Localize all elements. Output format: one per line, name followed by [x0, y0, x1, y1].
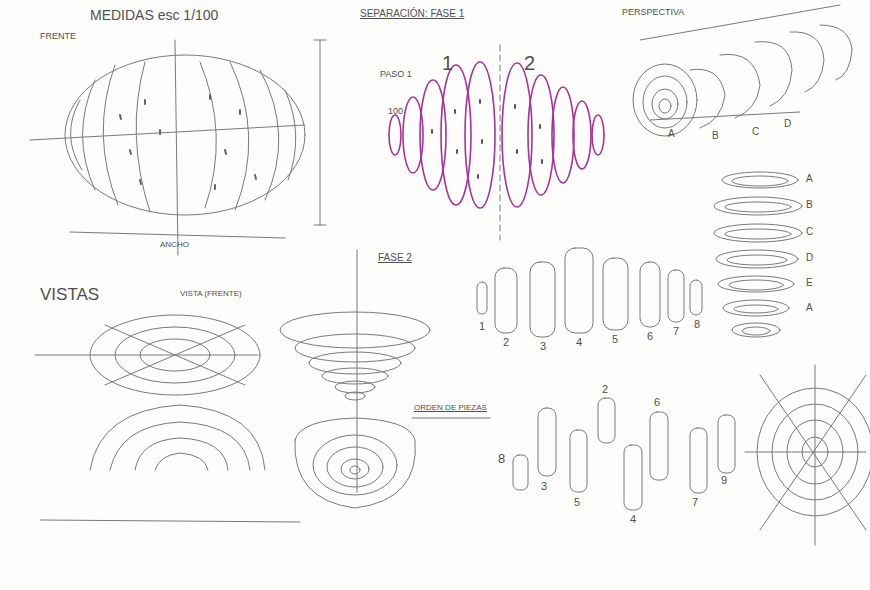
- sketch-label: 8: [498, 452, 505, 466]
- sketch-label: A: [668, 128, 675, 139]
- perspective-rings: [633, 5, 852, 136]
- sketch-label: 100: [388, 107, 403, 117]
- sketch-label: 5: [574, 496, 580, 508]
- split-line: [500, 45, 501, 240]
- sketch-label: 6: [654, 396, 660, 408]
- sketch-label: 4: [630, 513, 636, 525]
- sketch-label: 2: [524, 52, 535, 74]
- sketch-label: PERSPECTIVA: [622, 8, 684, 18]
- sketch-label: PASO 1: [380, 70, 412, 80]
- views: [35, 250, 430, 522]
- sketch-label: FRENTE: [40, 32, 76, 42]
- segment-dots: [432, 100, 542, 178]
- sketch-label: C: [752, 126, 759, 137]
- sketch-label: 8: [694, 318, 700, 330]
- sketch-label: VISTA (FRENTE): [180, 290, 242, 299]
- sketch-label: D: [806, 252, 813, 263]
- sketch-label: E: [806, 277, 813, 288]
- sketch-label: MEDIDAS esc 1/100: [90, 8, 218, 23]
- sketch-label: 7: [692, 496, 698, 508]
- sketch-label: C: [806, 226, 813, 237]
- sketch-label: 4: [576, 336, 582, 348]
- plan-oval: [30, 40, 326, 255]
- sketch-label: B: [712, 130, 719, 141]
- sketch-label: 7: [673, 325, 679, 337]
- sketch-label: D: [784, 118, 791, 129]
- sketch-label: FASE 2: [378, 252, 412, 263]
- sketch-label: 2: [503, 336, 509, 348]
- phase2-pieces: [477, 248, 702, 337]
- sketch-label: VISTAS: [40, 286, 99, 305]
- separation-segments: [389, 62, 604, 208]
- sketch-label: B: [806, 199, 813, 210]
- sketch-label: 5: [612, 333, 618, 345]
- sketch-label: SEPARACIÓN: FASE 1: [360, 8, 464, 19]
- sketch-label: 9: [721, 474, 727, 486]
- sketch-label: 2: [602, 383, 608, 395]
- sketch-label: 1: [442, 52, 453, 74]
- sketch-label: A: [806, 302, 813, 313]
- sketch-label: 6: [647, 330, 653, 342]
- ordered-pieces: [412, 398, 735, 510]
- sketch-label: ANCHO: [160, 241, 189, 250]
- sketch-label: 1: [479, 320, 485, 332]
- ring-stack: [714, 172, 802, 337]
- top-view-rings: [745, 365, 870, 545]
- sketch-label: ORDEN DE PIEZAS: [414, 404, 487, 413]
- sketch-label: 3: [541, 480, 547, 492]
- sketch-label: 3: [540, 340, 546, 352]
- sketch-label: A: [806, 173, 813, 184]
